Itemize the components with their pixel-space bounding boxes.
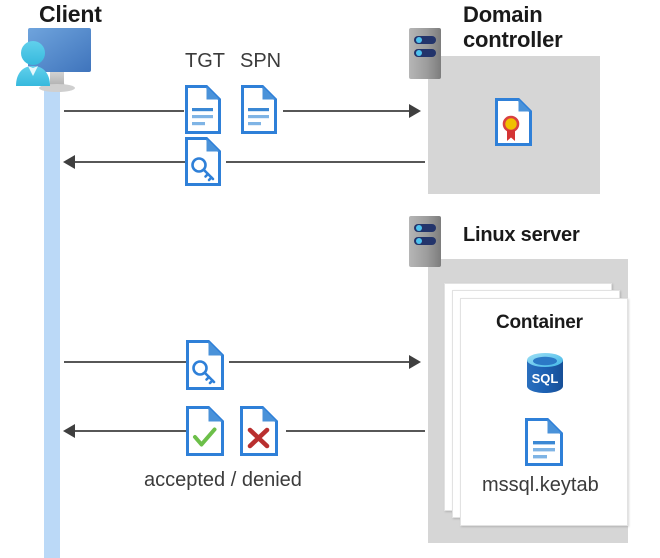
document-key-icon bbox=[186, 340, 224, 390]
flow-4-arrowhead bbox=[63, 424, 75, 438]
server-rack-icon bbox=[409, 28, 441, 79]
flow-1-arrowhead bbox=[409, 104, 421, 118]
tgt-label: TGT bbox=[185, 50, 225, 72]
spn-label: SPN bbox=[240, 50, 282, 72]
flow-2-arrowhead bbox=[63, 155, 75, 169]
sql-database-icon: SQL bbox=[524, 351, 566, 395]
container-label: Container bbox=[496, 312, 583, 333]
user-monitor-icon bbox=[6, 24, 108, 92]
client-lifeline bbox=[44, 84, 60, 558]
flow-2-line-left bbox=[75, 161, 185, 163]
container-card-front bbox=[460, 298, 628, 526]
client-label: Client bbox=[39, 1, 102, 27]
document-key-icon bbox=[185, 137, 221, 186]
flow-3-line-left bbox=[64, 361, 186, 363]
flow-4-line-left bbox=[75, 430, 187, 432]
dc-label-line-1: Domain bbox=[463, 2, 543, 27]
flow-2-line-right bbox=[226, 161, 425, 163]
svg-text:SQL: SQL bbox=[532, 371, 559, 386]
flow-4-line-right bbox=[286, 430, 425, 432]
flow-1-line-left bbox=[64, 110, 184, 112]
document-lines-icon bbox=[185, 85, 221, 134]
flow-3-arrowhead bbox=[409, 355, 421, 369]
keytab-filename-label: mssql.keytab bbox=[482, 474, 599, 496]
accepted-denied-caption: accepted / denied bbox=[144, 469, 302, 491]
server-rack-icon bbox=[409, 216, 441, 267]
document-cross-icon bbox=[240, 406, 278, 456]
linux-server-label: Linux server bbox=[463, 224, 580, 246]
certificate-document-icon bbox=[495, 98, 532, 146]
domain-controller-label: Domain controller bbox=[463, 2, 653, 52]
document-lines-icon bbox=[241, 85, 277, 134]
document-lines-icon bbox=[525, 418, 563, 466]
flow-3-line-right bbox=[229, 361, 415, 363]
document-check-icon bbox=[186, 406, 224, 456]
flow-1-line-right bbox=[283, 110, 415, 112]
dc-label-line-2: controller bbox=[463, 26, 563, 52]
